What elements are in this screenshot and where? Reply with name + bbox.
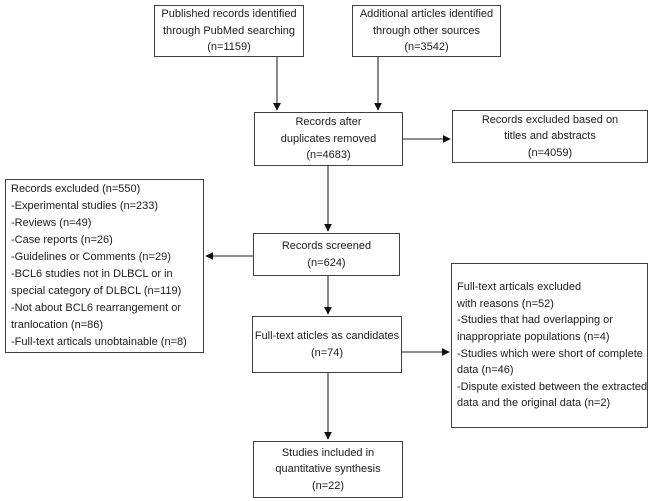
text-line: -Guidelines or Comments (n=29) — [11, 250, 171, 263]
text-line: -BCL6 studies not in DLBCL or in — [11, 268, 173, 280]
text-line: -Dispute existed between the extracted — [457, 380, 648, 393]
text-line: inappropriate populations (n=4) — [457, 330, 610, 343]
box-additional-articles: Additional articles identified through o… — [352, 5, 501, 57]
text-line: Records excluded (n=550) — [11, 182, 141, 195]
box-fulltext-candidates: Full-text aticles as candidates (n=74) — [252, 316, 402, 373]
box-studies-included: Studies included in quantitative synthes… — [253, 441, 403, 498]
text-line: Records excluded based on — [481, 113, 619, 126]
text-line: (n=4683) — [306, 149, 351, 162]
text-line: (n=3542) — [404, 41, 449, 54]
box-published-records: Published records identified through Pub… — [154, 5, 304, 57]
text-line: -Studies which were short of complete — [457, 347, 643, 360]
text-line: -Full-text articals unobtainable (n=8) — [11, 336, 187, 349]
text-line: Records screened — [281, 240, 372, 252]
text-line: Published records identified — [161, 8, 297, 21]
box-fulltext-excluded-reasons: Full-text articals excluded with reasons… — [451, 263, 648, 428]
text-line: (n=1159) — [207, 41, 251, 54]
box-records-screened: Records screened (n=624) — [253, 233, 400, 276]
text-line: Studies included in — [281, 446, 375, 459]
text-line: -Studies that had overlapping or — [457, 314, 613, 327]
text-line: through PubMed searching — [162, 24, 296, 37]
text-line: Additional articles identified — [359, 8, 494, 21]
box-records-excluded-reasons: Records excluded (n=550) -Experimental s… — [5, 179, 204, 353]
text-line: -Experimental studies (n=233) — [11, 199, 159, 212]
text-line: Records after — [295, 116, 362, 129]
box-duplicates-removed: Records after duplicates removed (n=4683… — [254, 112, 403, 166]
text-line: -Not about BCL6 rearrangement or — [11, 302, 181, 315]
text-line: (n=624) — [307, 256, 346, 269]
text-line: -Case reports (n=26) — [11, 233, 113, 246]
text-line: data and the original data (n=2) — [457, 397, 611, 410]
text-line: special category of DLBCL (n=119) — [11, 285, 182, 298]
text-line: Full-text aticles as candidates — [254, 330, 400, 342]
text-line: (n=74) — [310, 346, 344, 359]
text-line: titles and abstracts — [504, 130, 596, 143]
text-line: with reasons (n=52) — [457, 297, 554, 310]
text-line: through other sources — [372, 24, 480, 37]
box-excluded-titles-abstracts: Records excluded based on titles and abs… — [452, 110, 648, 163]
text-line: tranlocation (n=86) — [11, 319, 104, 332]
text-line: data (n=46) — [457, 364, 514, 377]
text-line: duplicates removed — [280, 132, 377, 145]
text-line: (n=4059) — [527, 146, 573, 159]
text-line: (n=22) — [311, 479, 345, 492]
text-line: quantitative synthesis — [275, 463, 381, 476]
text-line: Full-text articals excluded — [457, 281, 582, 294]
text-line: -Reviews (n=49) — [11, 216, 92, 229]
